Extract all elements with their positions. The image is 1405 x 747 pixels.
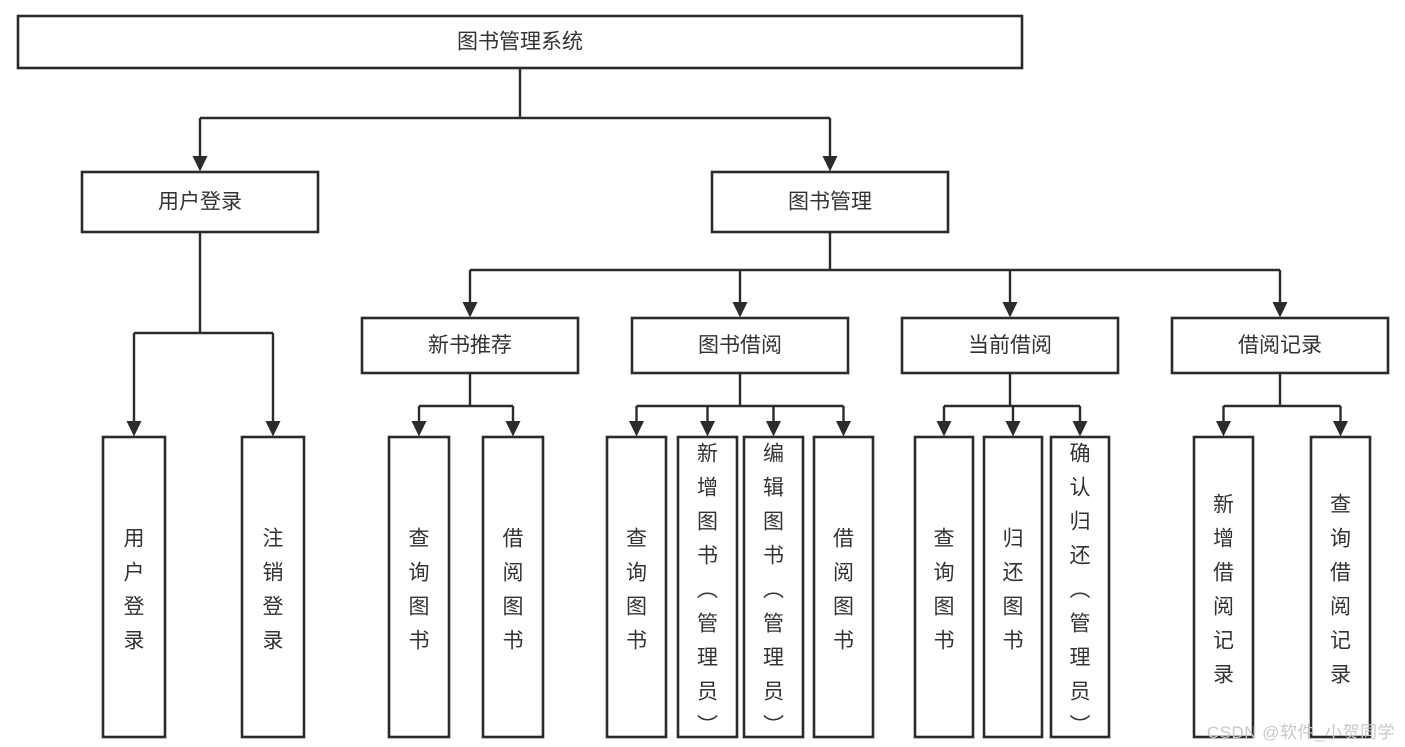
- node-current-borrow[interactable]: 当前借阅: [900, 316, 1120, 375]
- arrow-head-icon: [192, 156, 208, 172]
- node-label-root: 图书管理系统: [457, 31, 583, 54]
- arrow-head-icon: [411, 421, 427, 437]
- arrow-head-icon: [505, 421, 521, 437]
- node-box-leaf-add-book[interactable]: [676, 435, 739, 739]
- node-book-manage[interactable]: 图书管理: [710, 170, 950, 234]
- node-label-borrow-record: 借阅记录: [1238, 334, 1322, 357]
- node-label-book-borrow: 图书借阅: [698, 334, 782, 357]
- node-label-leaf-query-book-1: 查询图书: [409, 528, 430, 653]
- node-leaf-query-record[interactable]: 查询借阅记录: [1309, 435, 1372, 739]
- node-label-leaf-return-book: 归还图书: [1003, 528, 1024, 653]
- arrow-head-icon: [732, 302, 748, 318]
- node-box-leaf-borrow-book-2[interactable]: [812, 435, 875, 739]
- arrow-head-icon: [1005, 421, 1021, 437]
- node-box-borrow-record[interactable]: [1170, 316, 1390, 375]
- node-leaf-return-book[interactable]: 归还图书: [982, 435, 1044, 739]
- node-box-leaf-add-record[interactable]: [1192, 435, 1255, 739]
- arrow-head-icon: [936, 421, 952, 437]
- node-label-leaf-user-login: 用户登录: [124, 528, 145, 653]
- node-root[interactable]: 图书管理系统: [16, 14, 1024, 70]
- node-leaf-add-record[interactable]: 新增借阅记录: [1192, 435, 1255, 739]
- node-label-leaf-query-book-2: 查询图书: [626, 528, 647, 653]
- node-box-root[interactable]: [16, 14, 1024, 70]
- node-label-leaf-add-record: 新增借阅记录: [1213, 494, 1234, 687]
- node-book-borrow[interactable]: 图书借阅: [630, 316, 850, 375]
- node-new-book-rec[interactable]: 新书推荐: [360, 316, 580, 375]
- edge-group-root: [192, 68, 838, 172]
- node-box-leaf-borrow-book-1[interactable]: [481, 435, 545, 739]
- node-box-current-borrow[interactable]: [900, 316, 1120, 375]
- edge-group-borrow-record: [1216, 373, 1348, 437]
- node-leaf-edit-book[interactable]: 编辑图书︵管理员︶: [742, 435, 805, 739]
- edge-group-user-login: [126, 232, 281, 437]
- edge-group-new-book-rec: [411, 373, 521, 437]
- node-leaf-add-book[interactable]: 新增图书︵管理员︶: [676, 435, 739, 739]
- arrow-head-icon: [462, 302, 478, 318]
- node-layer: 图书管理系统用户登录图书管理新书推荐图书借阅当前借阅借阅记录用户登录注销登录查询…: [16, 14, 1390, 739]
- node-borrow-record[interactable]: 借阅记录: [1170, 316, 1390, 375]
- node-leaf-confirm-return[interactable]: 确认归还︵管理员︶: [1049, 435, 1111, 739]
- node-box-leaf-edit-book[interactable]: [742, 435, 805, 739]
- node-leaf-borrow-book-1[interactable]: 借阅图书: [481, 435, 545, 739]
- arrow-head-icon: [766, 421, 781, 437]
- node-label-current-borrow: 当前借阅: [968, 334, 1052, 357]
- arrow-head-icon: [1333, 421, 1348, 437]
- node-label-leaf-query-record: 查询借阅记录: [1330, 494, 1351, 687]
- node-label-new-book-rec: 新书推荐: [428, 334, 512, 357]
- node-box-leaf-return-book[interactable]: [982, 435, 1044, 739]
- node-label-book-manage: 图书管理: [788, 191, 872, 214]
- node-label-leaf-borrow-book-1: 借阅图书: [503, 528, 524, 653]
- node-leaf-borrow-book-2[interactable]: 借阅图书: [812, 435, 875, 739]
- node-label-leaf-logout: 注销登录: [263, 528, 284, 653]
- node-label-leaf-confirm-return: 确认归还︵管理员︶: [1070, 443, 1091, 738]
- arrow-head-icon: [265, 421, 281, 437]
- node-box-book-manage[interactable]: [710, 170, 950, 234]
- arrow-head-icon: [629, 421, 644, 437]
- arrow-head-icon: [1216, 421, 1231, 437]
- node-label-leaf-edit-book: 编辑图书︵管理员︶: [763, 443, 784, 738]
- node-label-leaf-add-book: 新增图书︵管理员︶: [697, 443, 718, 738]
- arrow-head-icon: [1272, 302, 1288, 318]
- node-leaf-query-book-3[interactable]: 查询图书: [913, 435, 975, 739]
- node-box-leaf-query-book-3[interactable]: [913, 435, 975, 739]
- node-user-login[interactable]: 用户登录: [80, 170, 320, 234]
- node-box-user-login[interactable]: [80, 170, 320, 234]
- edge-group-book-borrow: [629, 373, 851, 437]
- node-leaf-logout[interactable]: 注销登录: [240, 435, 306, 739]
- node-box-leaf-query-book-2[interactable]: [605, 435, 668, 739]
- connector-layer: [126, 68, 1348, 437]
- arrow-head-icon: [1072, 421, 1088, 437]
- node-box-leaf-user-login[interactable]: [101, 435, 167, 739]
- node-label-leaf-borrow-book-2: 借阅图书: [833, 528, 854, 653]
- node-leaf-user-login[interactable]: 用户登录: [101, 435, 167, 739]
- node-box-leaf-logout[interactable]: [240, 435, 306, 739]
- node-box-book-borrow[interactable]: [630, 316, 850, 375]
- arrow-head-icon: [700, 421, 715, 437]
- node-leaf-query-book-1[interactable]: 查询图书: [387, 435, 451, 739]
- edge-group-book-manage: [462, 232, 1288, 318]
- arrow-head-icon: [836, 421, 851, 437]
- node-box-leaf-confirm-return[interactable]: [1049, 435, 1111, 739]
- node-label-leaf-query-book-3: 查询图书: [934, 528, 955, 653]
- node-box-leaf-query-record[interactable]: [1309, 435, 1372, 739]
- edge-group-current-borrow: [936, 373, 1088, 437]
- node-label-user-login: 用户登录: [158, 191, 242, 214]
- arrow-head-icon: [822, 156, 838, 172]
- node-box-new-book-rec[interactable]: [360, 316, 580, 375]
- arrow-head-icon: [1002, 302, 1018, 318]
- node-box-leaf-query-book-1[interactable]: [387, 435, 451, 739]
- node-leaf-query-book-2[interactable]: 查询图书: [605, 435, 668, 739]
- watermark-text: CSDN @软件_小贺同学: [1206, 723, 1395, 742]
- arrow-head-icon: [126, 421, 142, 437]
